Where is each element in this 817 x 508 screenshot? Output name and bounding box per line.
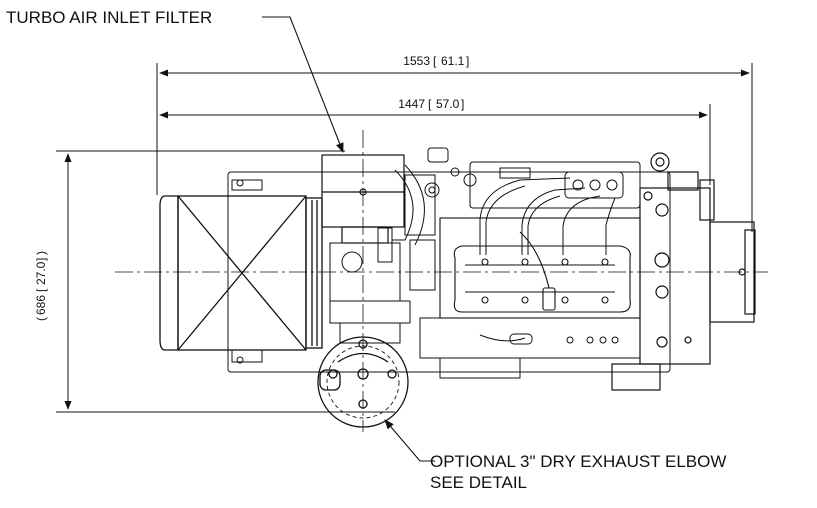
optional-exhaust-elbow bbox=[317, 336, 409, 428]
dimension-lines bbox=[56, 63, 753, 413]
body-length-bracket-open: [ bbox=[428, 97, 432, 111]
width-bracket-open: [ bbox=[34, 288, 48, 292]
overall-length-mm: 1553 bbox=[403, 54, 430, 68]
width-mm: 686 bbox=[34, 295, 48, 315]
turbo-air-filter bbox=[321, 154, 405, 244]
body-length-mm: 1447 bbox=[398, 97, 425, 111]
engine-front-cover bbox=[611, 152, 756, 391]
width-bracket-close: ] bbox=[34, 258, 48, 261]
center-lines bbox=[115, 130, 768, 432]
see-detail-label: SEE DETAIL bbox=[430, 473, 527, 492]
callout-leaders bbox=[262, 16, 435, 462]
engine-block bbox=[439, 217, 641, 319]
width-paren-open: ( bbox=[34, 317, 48, 321]
exhaust-elbow-label: OPTIONAL 3" DRY EXHAUST ELBOW bbox=[430, 452, 726, 471]
width-paren-close: ) bbox=[34, 251, 48, 255]
overall-length-bracket-open: [ bbox=[433, 54, 437, 68]
width-dimension-text: ( 686 [ 27.0 ] ) bbox=[34, 251, 48, 321]
body-length-bracket-close: ] bbox=[461, 97, 464, 111]
oil-pan bbox=[419, 317, 641, 379]
base-frame bbox=[227, 171, 671, 373]
overall-length-in: 61.1 bbox=[441, 54, 465, 68]
fuel-injector-lines bbox=[450, 161, 641, 255]
turbocharger bbox=[329, 147, 449, 344]
overall-length-bracket-close: ] bbox=[466, 54, 469, 68]
turbo-air-inlet-filter-label: TURBO AIR INLET FILTER bbox=[6, 8, 212, 27]
width-in: 27.0 bbox=[34, 261, 48, 285]
body-length-in: 57.0 bbox=[436, 97, 460, 111]
alternator-housing bbox=[159, 195, 323, 351]
